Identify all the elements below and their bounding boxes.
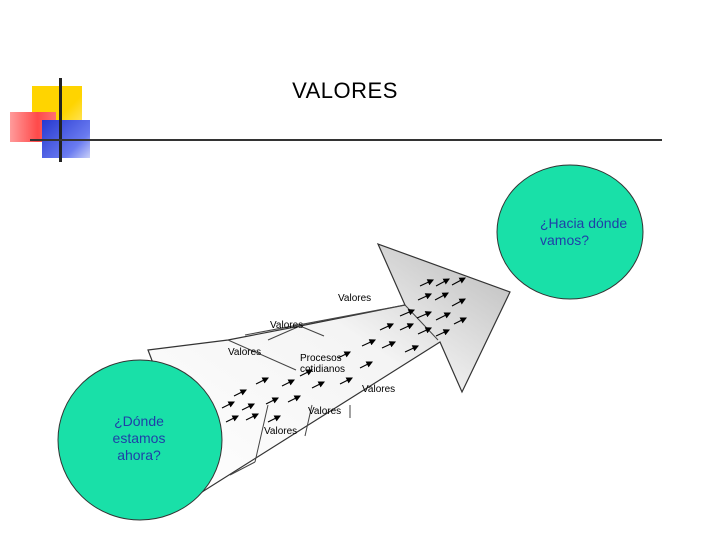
label-valores-bottom: Valores — [264, 426, 298, 437]
flow-arrows — [221, 277, 467, 423]
slide-title: VALORES — [292, 78, 398, 103]
label-valores-mid: Valores — [270, 320, 304, 331]
arrow-partitions — [227, 304, 439, 476]
end-circle — [496, 164, 644, 300]
start-circle — [57, 359, 223, 521]
label-valores-top: Valores — [338, 293, 372, 304]
end-circle-text: ¿Hacia dónde vamos? — [540, 215, 628, 248]
label-valores-left: Valores — [228, 347, 262, 358]
label-valores-lower: Valores — [308, 406, 342, 417]
label-valores-right: Valores — [362, 384, 396, 395]
horizontal-rule — [30, 139, 662, 141]
big-arrow-shape — [147, 242, 511, 493]
start-circle-text: ¿Dónde estamos ahora? — [112, 413, 166, 463]
vertical-rule — [59, 78, 62, 162]
label-procesos-cotidianos: Procesos cotidianos — [300, 353, 346, 375]
